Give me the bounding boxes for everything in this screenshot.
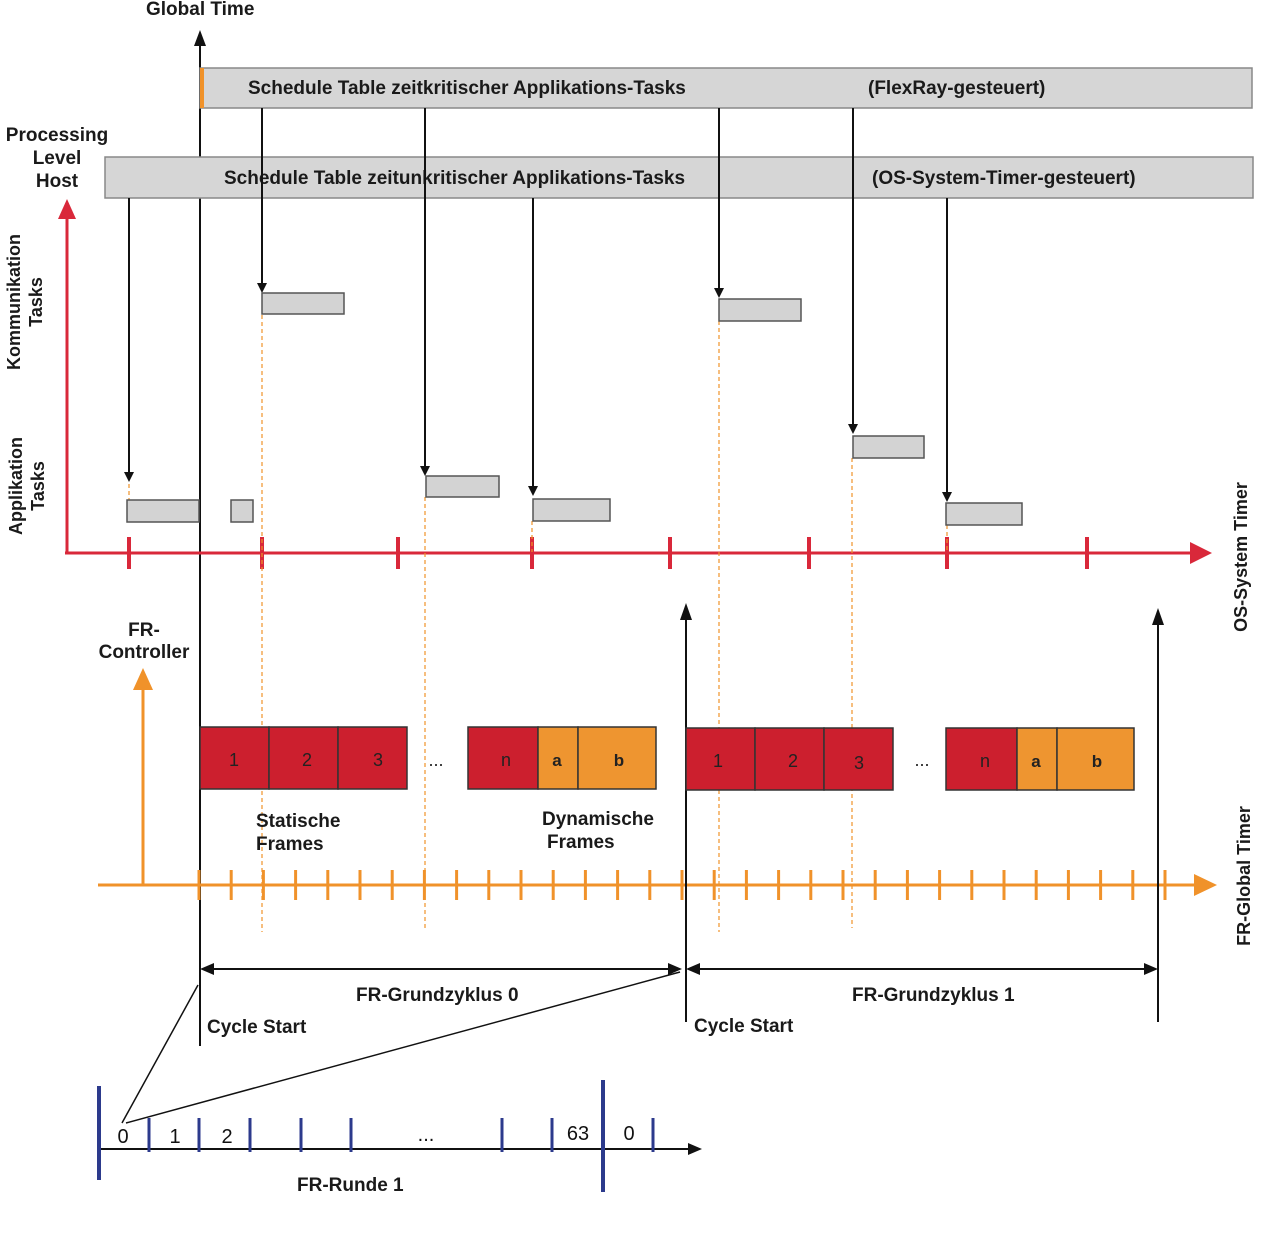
segment-ellipsis: ... bbox=[418, 1124, 435, 1146]
svg-text:2: 2 bbox=[788, 751, 798, 771]
fr-grundzyklus-1-label: FR-Grundzyklus 1 bbox=[852, 985, 1015, 1006]
dynamic-frame: a bbox=[1016, 727, 1058, 791]
segment-label: 63 bbox=[567, 1123, 589, 1145]
static-frame: 3 bbox=[823, 727, 894, 791]
critical-table-label: Schedule Table zeitkritischer Applikatio… bbox=[248, 78, 686, 99]
activation-arrowhead bbox=[257, 283, 267, 293]
svg-text:FR-: FR- bbox=[128, 620, 160, 641]
svg-text:b: b bbox=[614, 751, 624, 770]
segment-label: 0 bbox=[117, 1126, 128, 1148]
fr-grundzyklus-0-label: FR-Grundzyklus 0 bbox=[356, 985, 519, 1006]
svg-text:Statische: Statische bbox=[256, 811, 340, 832]
uncritical-table-label: Schedule Table zeitunkritischer Applikat… bbox=[224, 168, 685, 189]
task-box bbox=[126, 499, 200, 523]
dynamic-frame: b bbox=[577, 726, 657, 790]
uncritical-table-mode: (OS-System-Timer-gesteuert) bbox=[872, 168, 1136, 189]
task-box bbox=[261, 292, 345, 315]
task-box bbox=[230, 499, 254, 523]
cycle-1-frames: 1 2 3 ... n a b bbox=[685, 727, 1135, 791]
svg-text:3: 3 bbox=[373, 750, 383, 770]
activation-arrowhead bbox=[942, 492, 952, 502]
svg-text:Level: Level bbox=[33, 148, 82, 169]
task-box bbox=[532, 498, 611, 522]
global-time-label: Global Time bbox=[146, 0, 254, 20]
activation-arrowhead bbox=[848, 424, 858, 434]
static-frame: 2 bbox=[268, 726, 339, 790]
task-box bbox=[718, 298, 802, 322]
os-system-timer-label: OS-System Timer bbox=[1231, 482, 1251, 632]
cycle-0-frames: 1 2 3 ... n a b bbox=[199, 726, 657, 790]
cycle-2-start-arrowhead bbox=[1152, 608, 1164, 625]
schedule-table-critical: Schedule Table zeitkritischer Applikatio… bbox=[199, 67, 1253, 109]
svg-text:Frames: Frames bbox=[256, 834, 324, 855]
dynamische-frames-label: Dynamische Frames bbox=[542, 809, 654, 853]
timing-guide-lines bbox=[128, 315, 948, 932]
svg-text:2: 2 bbox=[302, 750, 312, 770]
critical-table-mode: (FlexRay-gesteuert) bbox=[868, 78, 1045, 99]
task-activation-arrows bbox=[124, 108, 952, 502]
cycle-start-1-label: Cycle Start bbox=[694, 1016, 794, 1037]
applikation-tasks-label-2: Tasks bbox=[28, 461, 48, 511]
fr-runde-1-label: FR-Runde 1 bbox=[297, 1175, 404, 1196]
frames-ellipsis: ... bbox=[428, 750, 443, 770]
global-time-arrowhead bbox=[194, 30, 206, 46]
fr-runde-axis bbox=[98, 1143, 702, 1155]
svg-text:3: 3 bbox=[854, 753, 864, 773]
frames-ellipsis: ... bbox=[914, 750, 929, 770]
fr-controller-axes bbox=[98, 668, 1217, 896]
dynamic-frame: a bbox=[537, 726, 579, 790]
segment-label: 1 bbox=[169, 1126, 180, 1148]
static-frame: 1 bbox=[199, 726, 270, 790]
cycle-start-0-label: Cycle Start bbox=[207, 1017, 307, 1038]
task-box bbox=[425, 475, 500, 498]
svg-text:Host: Host bbox=[36, 171, 79, 192]
fr-grundzyklus-1-span: FR-Grundzyklus 1 bbox=[686, 963, 1158, 1006]
static-frame: 1 bbox=[685, 727, 756, 791]
segment-label: 2 bbox=[221, 1126, 232, 1148]
static-frame: n bbox=[945, 727, 1018, 791]
svg-text:a: a bbox=[552, 751, 562, 770]
statische-frames-label: Statische Frames bbox=[256, 811, 340, 855]
svg-text:a: a bbox=[1031, 752, 1041, 771]
fr-controller-label: FR- Controller bbox=[99, 620, 190, 663]
fr-global-timer-label: FR-Global Timer bbox=[1234, 806, 1254, 946]
static-frame: 2 bbox=[754, 727, 825, 791]
svg-text:Controller: Controller bbox=[99, 642, 190, 663]
svg-text:Dynamische: Dynamische bbox=[542, 809, 654, 830]
processing-level-host-label: Processing Level Host bbox=[6, 125, 108, 192]
svg-text:n: n bbox=[980, 751, 990, 771]
svg-text:n: n bbox=[501, 750, 511, 770]
svg-text:1: 1 bbox=[229, 750, 239, 770]
fr-global-timer-ticks bbox=[197, 870, 1167, 900]
svg-text:b: b bbox=[1092, 752, 1102, 771]
kommunikation-tasks-label-1: Kommunikation bbox=[4, 234, 24, 370]
schedule-table-uncritical: Schedule Table zeitunkritischer Applikat… bbox=[104, 156, 1254, 199]
cycle-1-start-arrowhead bbox=[680, 603, 692, 620]
zoom-lines bbox=[121, 971, 681, 1124]
fr-runde-ticks bbox=[97, 1080, 655, 1192]
activation-arrowhead bbox=[714, 288, 724, 298]
kommunikation-tasks-label-2: Tasks bbox=[26, 277, 46, 327]
os-timer-axes bbox=[58, 199, 1212, 564]
activation-arrowhead bbox=[124, 472, 134, 482]
static-frame: n bbox=[467, 726, 539, 790]
fr-runde-segments: 0 1 2 ... 63 0 bbox=[117, 1123, 634, 1148]
applikation-tasks-label-1: Applikation bbox=[6, 437, 26, 535]
svg-text:Frames: Frames bbox=[547, 832, 615, 853]
activation-arrowhead bbox=[528, 486, 538, 496]
fr-grundzyklus-0-span: FR-Grundzyklus 0 bbox=[200, 963, 682, 1006]
task-box bbox=[945, 502, 1023, 526]
static-frame: 3 bbox=[337, 726, 408, 790]
activation-arrowhead bbox=[420, 466, 430, 476]
svg-text:1: 1 bbox=[713, 751, 723, 771]
dynamic-frame: b bbox=[1056, 727, 1135, 791]
svg-text:Processing: Processing bbox=[6, 125, 108, 146]
task-box bbox=[852, 435, 925, 459]
segment-label: 0 bbox=[623, 1123, 634, 1145]
task-boxes bbox=[126, 292, 1023, 526]
